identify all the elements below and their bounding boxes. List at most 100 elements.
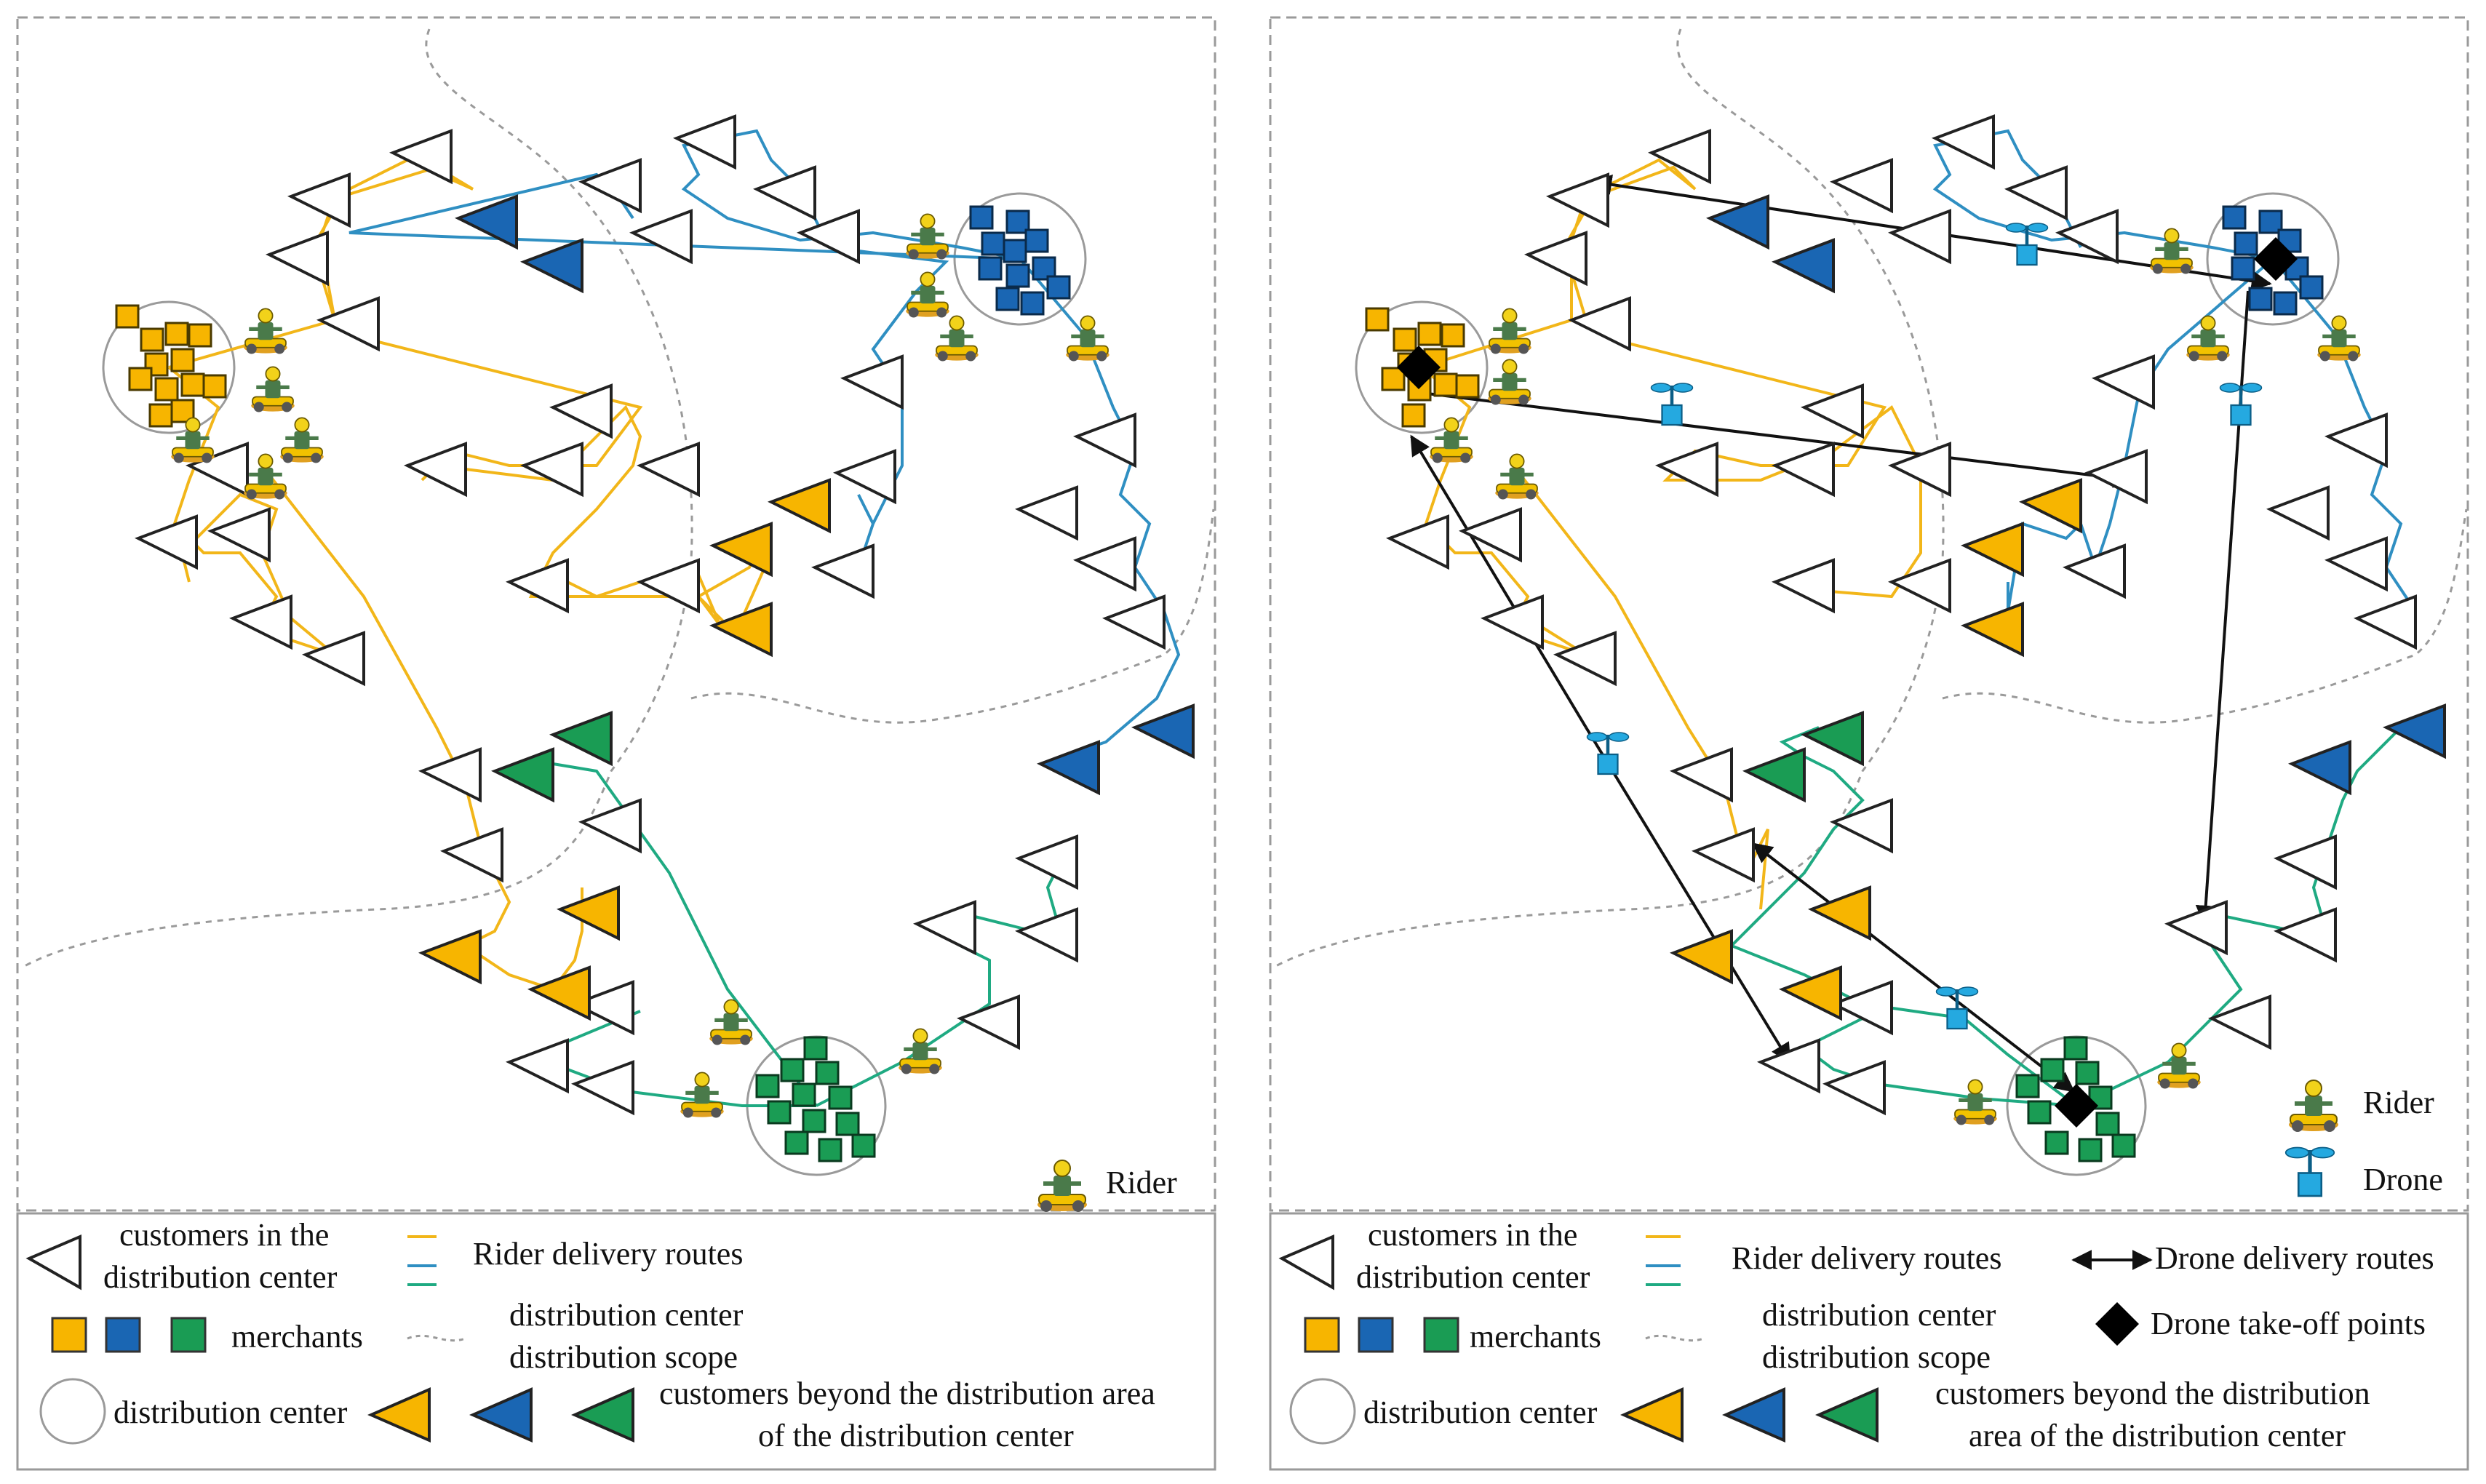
legend-scope-icon [1645,1334,1705,1342]
merchant [851,1133,876,1158]
drone-icon [1650,382,1694,426]
takeoff-diamond [2254,237,2298,281]
green-beyond-customer [491,747,554,803]
left-beyond-customers [418,194,1195,1021]
legend-dc-icon [1289,1378,1356,1445]
merchant [2044,1130,2069,1155]
rider-icon [243,453,288,500]
rider-icon [170,417,215,464]
merchant [2040,1058,2065,1082]
customer-triangle [186,442,249,498]
customer-triangle [2004,165,2068,221]
rider-icon [1487,359,1532,406]
merchant [2095,1112,2120,1136]
merchant [815,1061,840,1085]
merchant [2063,1036,2088,1061]
right-map-border [1269,16,2469,1212]
rider-icon [1037,1160,1088,1213]
drone-route [1410,434,1587,729]
customer-triangle [2324,536,2388,592]
legend-merchant-blue-icon [1358,1317,1394,1353]
customer-triangle [1772,558,1835,614]
left-panel: Rider customers in the distribution cent… [16,16,1216,1471]
legend-merchant-orange-icon [1304,1317,1340,1353]
customer-triangle [266,231,329,287]
legend-beyond-line1: customers beyond the distribution area [659,1376,1155,1411]
legend-rider-routes: Rider delivery routes [1732,1240,2001,1276]
customer-triangle [1801,383,1864,439]
merchant [1005,210,1030,234]
merchant [1365,307,1390,332]
left-route-orange-3 [260,464,583,992]
customer-triangle [440,827,503,883]
rider-icon [1429,417,1474,464]
merchant [1401,403,1426,428]
merchant [2027,1100,2052,1125]
right-panel: Rider Drone customers in the distributio… [1269,16,2469,1471]
customer-triangle [1073,536,1136,592]
left-route-green [552,762,818,1107]
customer-triangle [207,507,271,563]
customer-triangle [1888,558,1951,614]
legend-distribution-center: distribution center [1363,1395,1598,1430]
orange-beyond-customer [1961,602,2024,658]
takeoff-diamond [1397,346,1441,389]
customer-triangle [1481,594,1544,650]
merchant [818,1138,842,1162]
right-takeoff-points [1397,237,2298,1128]
merchant [835,1112,860,1136]
merchant [115,304,140,329]
left-legend: customers in the distribution center Rid… [25,1217,1155,1453]
customer-triangle [1568,296,1631,352]
rider-icon [898,1028,943,1075]
legend-merchant-orange-icon [51,1317,87,1353]
customer-triangle [571,1060,634,1116]
left-dc-orange [102,300,236,434]
legend-merchant-blue-icon [105,1317,141,1353]
legend-orange-beyond-icon [367,1387,431,1443]
customer-triangle [520,442,583,498]
customer-triangle [506,1038,569,1094]
green-beyond-customer [1742,747,1806,803]
left-route-blue-3 [1019,258,1181,758]
legend-customers-in-line2: distribution center [1356,1259,1590,1295]
merchant [2015,1074,2040,1098]
customer-triangle [1888,442,1951,498]
right-riders [1429,228,2362,1197]
blue-beyond-customer [520,238,583,294]
rider-icon [709,999,754,1046]
customer-triangle [1015,907,1078,963]
left-merchants-blue [969,205,1071,316]
customer-triangle [506,558,569,614]
right-drones [1586,222,2263,1030]
merchant [1005,263,1030,288]
right-dc-orange [1355,300,1489,434]
customer-triangle [2055,209,2119,265]
merchant [2273,291,2298,316]
legend-merchant-green-icon [1423,1317,1459,1353]
legend-scope-icon [407,1334,466,1342]
drone-route [1421,391,2134,488]
legend-beyond-line1: customers beyond the distribution [1935,1376,2370,1411]
customer-triangle [1015,485,1078,541]
customer-triangle [418,747,482,803]
merchant [188,323,212,348]
rider-icon [1494,453,1539,500]
blue-beyond-customer [1037,740,1100,796]
orange-beyond-customer [1670,929,1733,985]
merchant [148,403,173,428]
drone-icon [1935,986,1979,1030]
blue-beyond-customer [2383,703,2446,759]
customer-triangle [1648,129,1711,185]
legend-merchants: merchants [231,1319,363,1355]
merchant [1381,367,1406,391]
customer-triangle [2274,907,2337,963]
customer-triangle [1822,1060,1886,1116]
legend-customers-in-line1: customers in the [119,1217,329,1253]
rider-icon [2156,1042,2202,1090]
legend-orange-beyond-icon [1620,1387,1684,1443]
rider-icon [1487,308,1532,355]
merchant [828,1085,853,1110]
legend-drone-routes: Drone delivery routes [2155,1240,2434,1276]
right-route-orange-3 [1512,464,1769,910]
